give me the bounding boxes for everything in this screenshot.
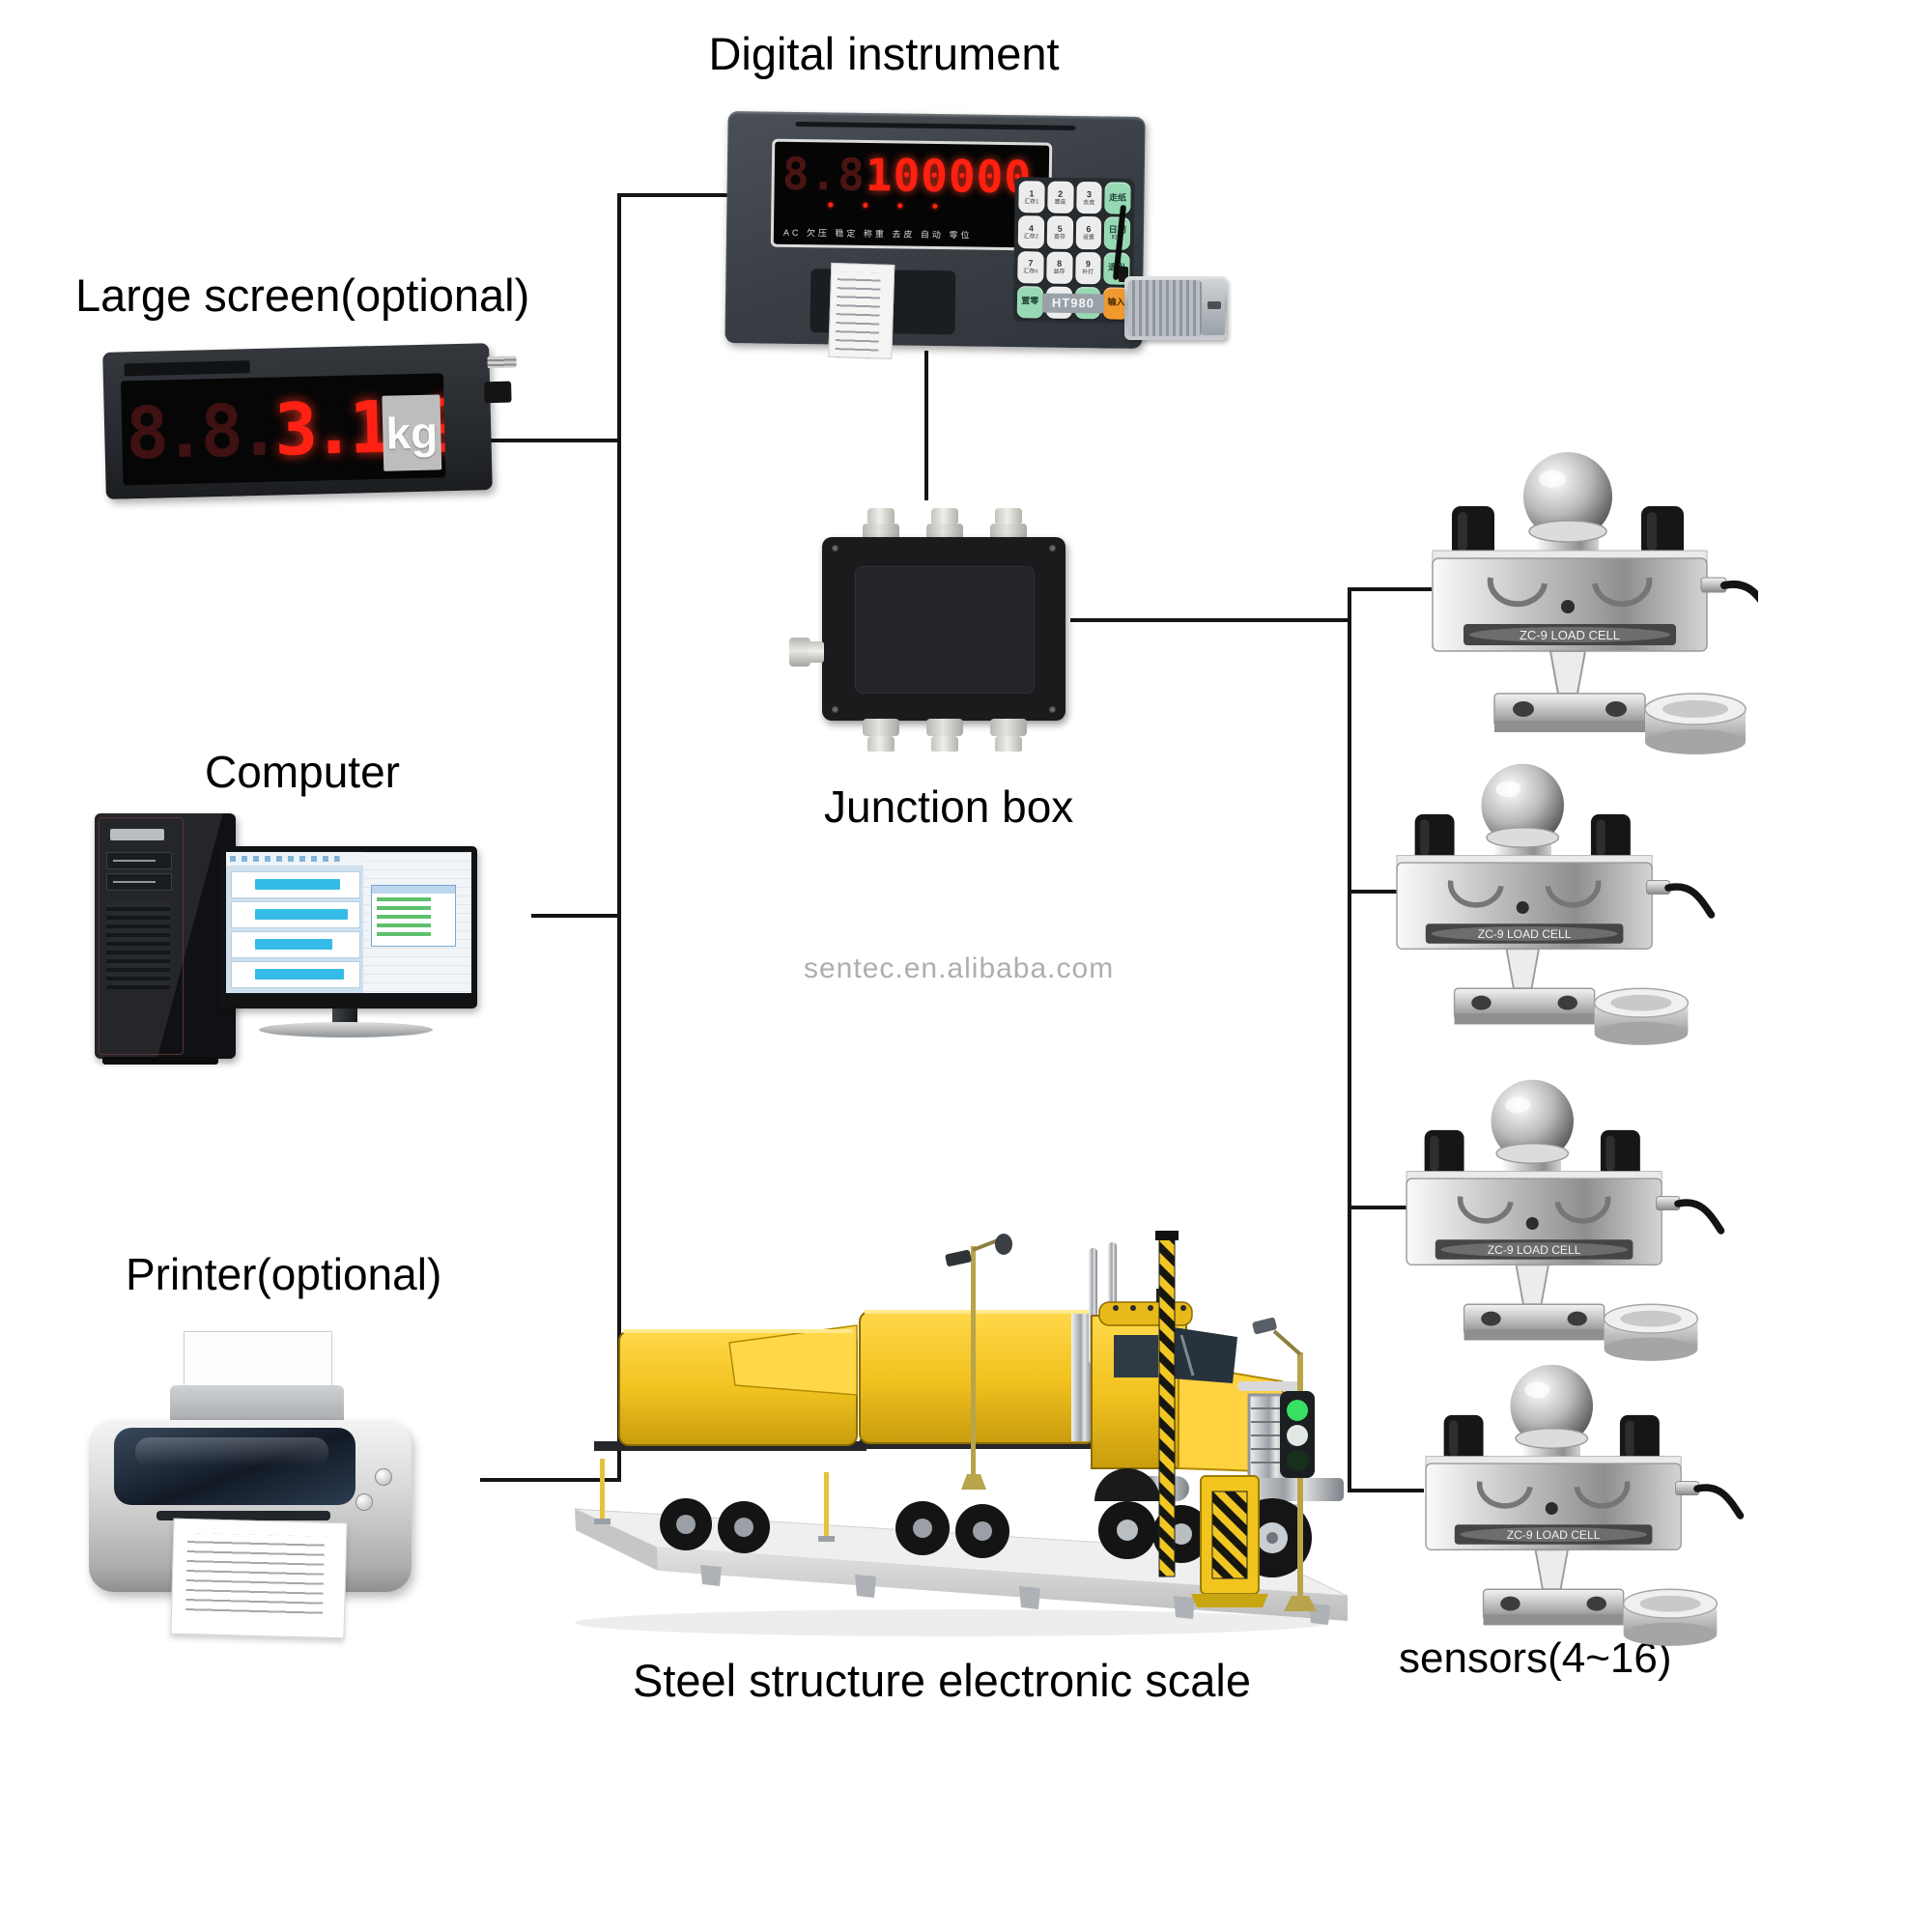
guard-posts xyxy=(594,1459,835,1542)
wireless-module xyxy=(1124,276,1227,340)
printer-power-button xyxy=(375,1468,392,1486)
cable-gland-bottom xyxy=(926,719,963,752)
load-cell-sensors: ZC-9 LOAD CELL xyxy=(1372,406,1758,1652)
tower-trim xyxy=(99,817,184,1055)
watermark: sentec.en.alibaba.com xyxy=(804,952,1115,984)
label-steel-scale: Steel structure electronic scale xyxy=(633,1655,1252,1706)
junction-box-lid xyxy=(855,566,1035,694)
label-printer: Printer(optional) xyxy=(126,1249,442,1299)
large-screen-panel: 8.8.3.1.9.0. kg xyxy=(120,373,446,486)
label-junction-box: Junction box xyxy=(824,781,1074,832)
wireless-antenna-hinge xyxy=(1119,267,1128,282)
tower-lcd xyxy=(110,829,164,840)
large-screen-connector-pins xyxy=(487,355,517,369)
indicator-annunciators: AC 欠压 稳定 称重 去皮 自动 零位 xyxy=(782,227,973,241)
screw xyxy=(832,545,838,552)
monitor-task-row xyxy=(231,961,360,988)
screw xyxy=(1049,545,1056,552)
wireless-module-fins xyxy=(1128,280,1202,336)
cable-gland-top xyxy=(863,508,899,541)
large-screen-ghost: 8.8. xyxy=(125,388,276,476)
monitor-task-row xyxy=(231,931,360,958)
steel-structure-scale xyxy=(574,1231,1348,1636)
large-screen-vent xyxy=(124,360,250,377)
load-cell-sensor-2 xyxy=(1397,764,1712,1045)
indicator-speaker-slot xyxy=(795,121,1076,131)
monitor-stand-base xyxy=(259,1022,433,1037)
load-cell-sensor-3 xyxy=(1406,1080,1721,1361)
computer-monitor xyxy=(220,846,477,1009)
indicator-status-leds xyxy=(775,142,1049,210)
display-ghost-digits: 8.8 xyxy=(781,147,867,201)
label-large-screen: Large screen(optional) xyxy=(75,270,530,321)
load-cell-sensor-4 xyxy=(1426,1365,1741,1646)
screw xyxy=(1049,706,1056,713)
label-computer: Computer xyxy=(205,747,400,797)
screw xyxy=(832,706,838,713)
indicator-display: 8.8100000 xyxy=(781,147,1034,204)
wireless-module-port xyxy=(1208,301,1221,309)
traffic-light-pole xyxy=(1252,1317,1317,1611)
indicator-key: 走纸 xyxy=(1104,182,1131,215)
indicator-printout-paper xyxy=(828,262,895,359)
label-sensors: sensors(4~16) xyxy=(1399,1634,1672,1682)
digital-instrument: 8.8100000 AC 欠压 稳定 称重 去皮 自动 零位 lb kg 1汇存… xyxy=(724,110,1146,359)
tower-vents xyxy=(106,902,170,989)
large-screen-display: 8.8.3.1.9.0. kg xyxy=(102,343,517,499)
indicator-key: 置零 xyxy=(1016,285,1043,319)
truck-trailers xyxy=(594,1310,1096,1558)
tower-drive-bay xyxy=(106,873,172,891)
junction-box-body xyxy=(789,537,1065,721)
barrier-gate xyxy=(1155,1231,1268,1607)
printer-top-cover xyxy=(114,1428,355,1505)
indicator-display-bezel: 8.8100000 AC 欠压 稳定 称重 去皮 自动 零位 lb kg xyxy=(770,138,1053,251)
large-screen-unit: kg xyxy=(382,394,442,471)
load-cell-sensor-1 xyxy=(1433,452,1758,754)
indicator-model-plate: HT980 xyxy=(1041,293,1105,314)
monitor-task-row xyxy=(231,901,360,928)
cable-gland-top xyxy=(926,508,963,541)
camera-pole xyxy=(945,1234,1012,1490)
tower-foot xyxy=(102,1057,218,1065)
printer-output-slot xyxy=(156,1511,330,1520)
monitor-popup-window xyxy=(371,885,456,947)
label-digital-instrument: Digital instrument xyxy=(708,28,1060,79)
display-value: 100000 xyxy=(865,148,1033,204)
cable-gland-left xyxy=(789,636,828,668)
large-screen-power-plug xyxy=(484,381,512,404)
computer-tower xyxy=(95,813,236,1065)
cable-gland-top xyxy=(990,508,1027,541)
printer-feed-button xyxy=(355,1493,373,1511)
printer xyxy=(89,1331,429,1639)
junction-box xyxy=(789,506,1073,755)
tower-drive-bay xyxy=(106,852,172,869)
printer-output-paper xyxy=(170,1518,348,1639)
cable-gland-bottom xyxy=(863,719,899,752)
ground-shadow xyxy=(575,1609,1328,1636)
monitor-screen xyxy=(226,852,471,993)
monitor-toolbar xyxy=(226,852,363,866)
cable-gland-bottom xyxy=(990,719,1027,752)
monitor-task-row xyxy=(231,871,360,898)
